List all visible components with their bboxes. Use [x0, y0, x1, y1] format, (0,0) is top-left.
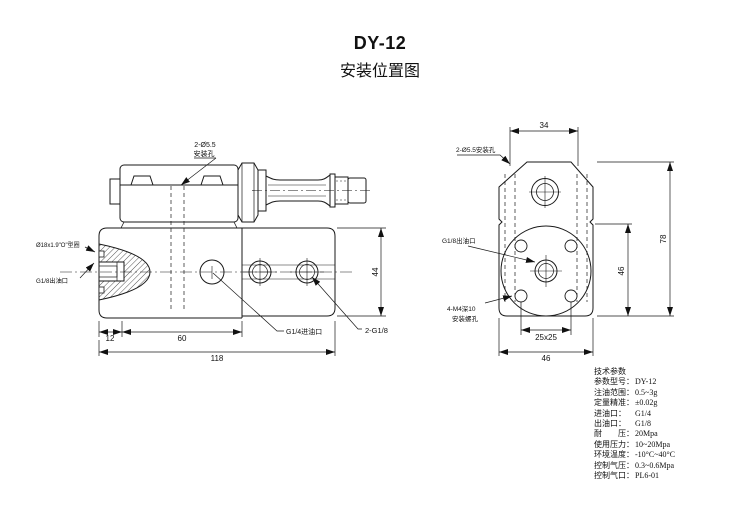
label-inlet: G1/4进油口: [286, 327, 322, 336]
dim-inner-height: 46: [617, 266, 626, 275]
label-ports: 2-G1/8: [365, 326, 388, 335]
spec-row-model: 参数型号：DY-12: [594, 377, 657, 387]
spec-row-inlet: 进油口：G1/4: [594, 408, 651, 418]
side-view-body: [60, 227, 352, 319]
o-ring-section-top: [98, 250, 105, 258]
end-view-dimensions: [457, 127, 674, 356]
dim-nose: 12: [106, 334, 115, 343]
spec-row-accuracy: 定量精准：±0.02g: [594, 398, 658, 408]
spec-row-ambient-temp: 环境温度：-10°C~40°C: [594, 450, 676, 460]
o-ring-section-bottom: [98, 286, 105, 294]
end-view-top-screw: [529, 176, 561, 208]
label-outlet-end: G1/8出油口: [442, 236, 476, 245]
end-view-outline: [498, 161, 594, 317]
specs-heading: 技术参数: [594, 367, 626, 376]
spec-row-control-air-port: 控制气口：PL6-01: [594, 471, 659, 481]
side-view-dimensions: [79, 157, 386, 356]
side-view-shaft: [237, 162, 372, 223]
outlet-port: [530, 255, 562, 287]
g18-port-circles: [243, 258, 324, 286]
label-o-ring: Ø18x1.9"O"型圈: [36, 241, 80, 249]
dim-end-width: 46: [542, 354, 551, 363]
end-view: 34 78 46 25x25 46 2-Ø5.5安装孔 G1/8出油口 4-M4…: [442, 121, 674, 363]
spec-row-fill-range: 注油范围：0.5~3g: [594, 387, 658, 397]
drawing-subtitle: 安装位置图: [339, 63, 420, 80]
dim-top-width: 34: [540, 121, 549, 130]
dim-bolt-pattern: 25x25: [535, 333, 557, 342]
spec-row-outlet: 出油口：G1/8: [594, 419, 651, 429]
dim-end-height: 78: [659, 234, 668, 243]
dim-body: 60: [178, 334, 187, 343]
spec-row-working-pressure: 使用压力：10~20Mpa: [594, 439, 670, 449]
dim-height: 44: [371, 267, 380, 276]
label-mounting-hole-end: 2-Ø5.5安装孔: [456, 145, 496, 154]
side-view: 12 60 118 44 2-Ø5.5 安装孔 Ø18x1.9"O"型圈 G1/…: [36, 142, 388, 363]
title-block: DY-12 安装位置图: [0, 33, 750, 81]
label-mounting-hole-2: 安装孔: [194, 149, 215, 158]
spec-row-pressure-rating: 耐 压：20Mpa: [594, 429, 658, 439]
label-outlet-side: G1/8出油口: [36, 277, 68, 285]
spec-row-control-air-pressure: 控制气压：0.3~0.6Mpa: [594, 460, 674, 470]
model-title: DY-12: [353, 33, 407, 53]
label-screw-2: 安装螺孔: [452, 314, 479, 323]
dim-overall: 118: [211, 354, 224, 363]
label-screw-1: 4-M4深10: [447, 304, 476, 313]
specs-panel: 技术参数 参数型号：DY-12 注油范围：0.5~3g 定量精准：±0.02g …: [594, 367, 750, 481]
inlet-port-circle: [199, 259, 225, 285]
flange-circle: [500, 225, 592, 317]
label-mounting-hole-1: 2-Ø5.5: [194, 142, 216, 149]
